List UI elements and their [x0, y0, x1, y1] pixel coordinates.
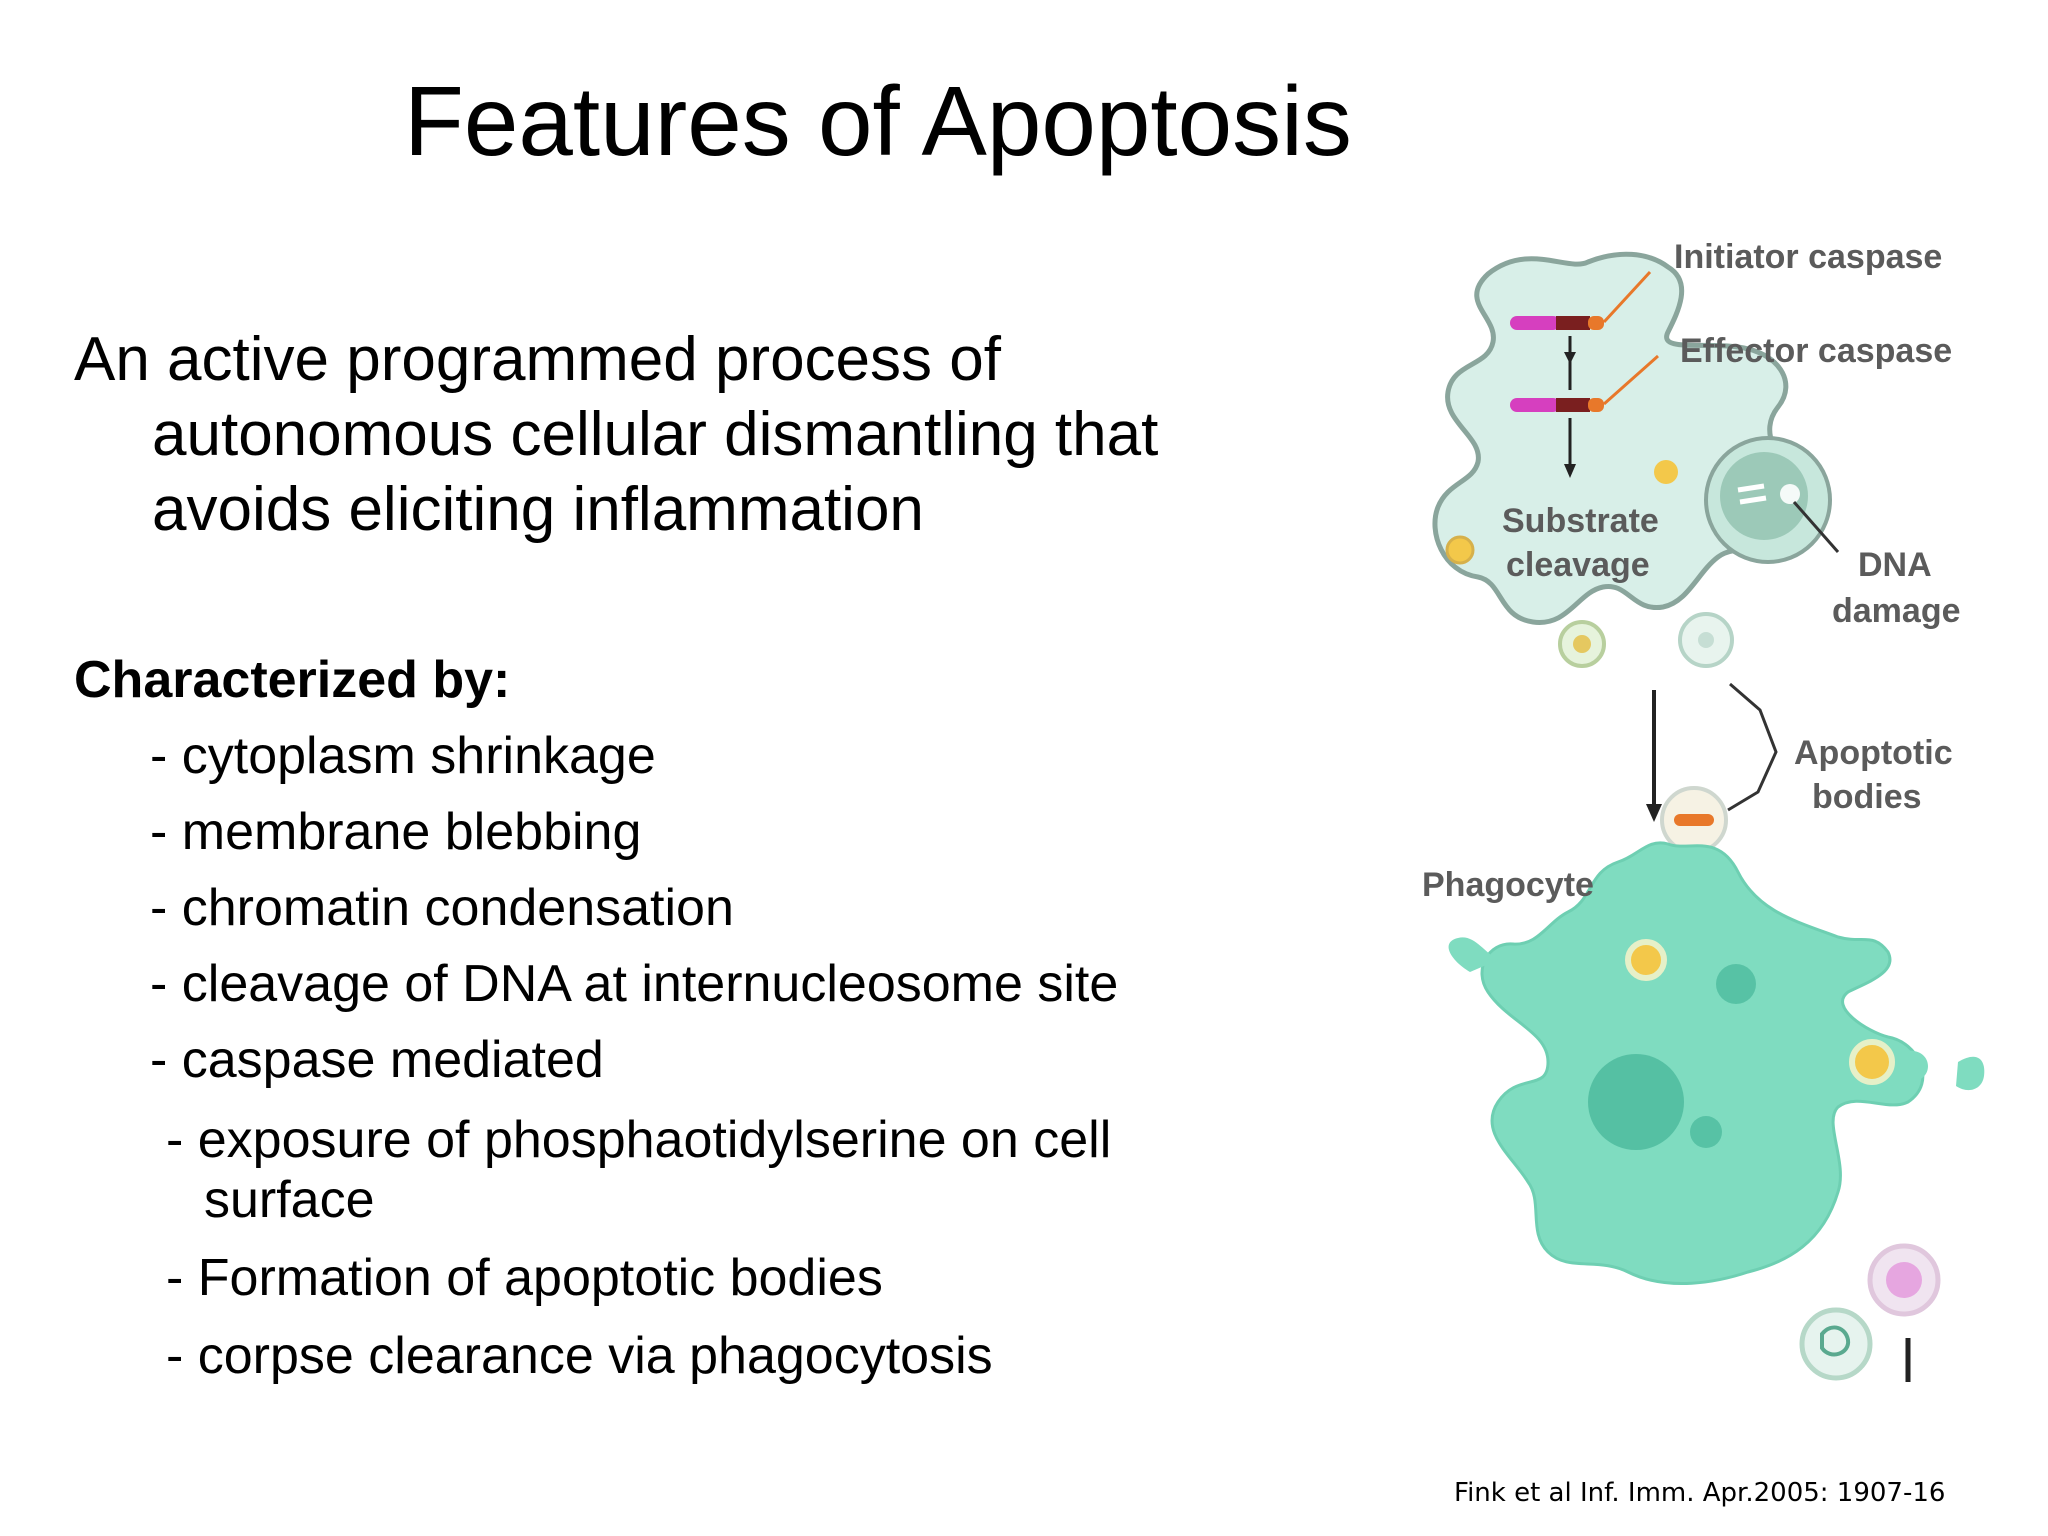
intro-line: An active programmed process of [74, 325, 1001, 394]
apoptotic-body-core [1698, 632, 1714, 648]
pseudopod [1448, 937, 1498, 972]
apoptotic-body-core [1573, 635, 1591, 653]
dna-damage-mark [1737, 483, 1767, 505]
label-substrate: Substrate [1502, 502, 1659, 540]
engulfed-body [1849, 1039, 1895, 1085]
process-arrow-head [1646, 804, 1662, 822]
label-initiator-caspase: Initiator caspase [1674, 238, 1942, 276]
feature-item: - cytoplasm shrinkage [150, 727, 656, 785]
apoptotic-body [1799, 1307, 1873, 1381]
label-dna: DNA [1858, 546, 1932, 584]
feature-item: - exposure of phosphaotidylserine on cel… [166, 1111, 1112, 1169]
feature-item: - cleavage of DNA at internucleosome sit… [150, 955, 1119, 1013]
arrow-head [1564, 352, 1576, 364]
caspase-fragment [1674, 814, 1714, 826]
dna-break [1780, 484, 1800, 504]
feature-item: - Formation of apoptotic bodies [166, 1249, 883, 1307]
characterized-heading: Characterized by: [74, 651, 511, 709]
intro-line: autonomous cellular dismantling that [152, 400, 1159, 469]
apoptosis-diagram: Initiator caspase Effector caspase Subst… [1418, 232, 1992, 1392]
label-phagocyte: Phagocyte [1422, 866, 1594, 904]
feature-item: - chromatin condensation [150, 879, 734, 937]
label-bodies: bodies [1812, 778, 1922, 816]
apoptotic-bracket [1727, 682, 1778, 812]
yellow-granule [1445, 535, 1475, 565]
label-apoptotic: Apoptotic [1794, 734, 1953, 772]
pseudopod [1956, 1056, 1985, 1091]
apoptotic-body-core [1820, 1325, 1851, 1357]
effector-leader [1603, 354, 1659, 406]
feature-item-continuation: surface [204, 1171, 375, 1229]
initiator-leader [1602, 270, 1652, 324]
feature-item: - corpse clearance via phagocytosis [166, 1327, 993, 1385]
feature-item: - caspase mediated [150, 1031, 604, 1089]
arrow-head [1564, 464, 1576, 478]
apoptosis-diagram-svg: Initiator caspase Effector caspase Subst… [1422, 238, 1985, 1382]
feature-item: - membrane blebbing [150, 803, 642, 861]
pseudopod [1888, 1050, 1928, 1088]
engulfed-body [1625, 939, 1667, 981]
intro-paragraph: An active programmed process of autonomo… [74, 322, 1374, 547]
initiator-caspase-icon [1510, 316, 1604, 330]
label-damage: damage [1832, 592, 1961, 630]
phagocyte-nucleus [1588, 1054, 1684, 1150]
dna-leader [1792, 501, 1840, 553]
citation: Fink et al Inf. Imm. Apr.2005: 1907-16 [1454, 1478, 1946, 1508]
label-cleavage: cleavage [1506, 546, 1650, 584]
apoptotic-body-core [1886, 1262, 1922, 1298]
intro-line: avoids eliciting inflammation [152, 475, 924, 544]
phagocyte-vesicle [1690, 1116, 1722, 1148]
effector-caspase-icon [1510, 398, 1604, 412]
phagocyte-vesicle [1716, 964, 1756, 1004]
slide-title: Features of Apoptosis [404, 66, 1352, 176]
yellow-granule [1654, 460, 1678, 484]
label-effector-caspase: Effector caspase [1680, 332, 1952, 370]
